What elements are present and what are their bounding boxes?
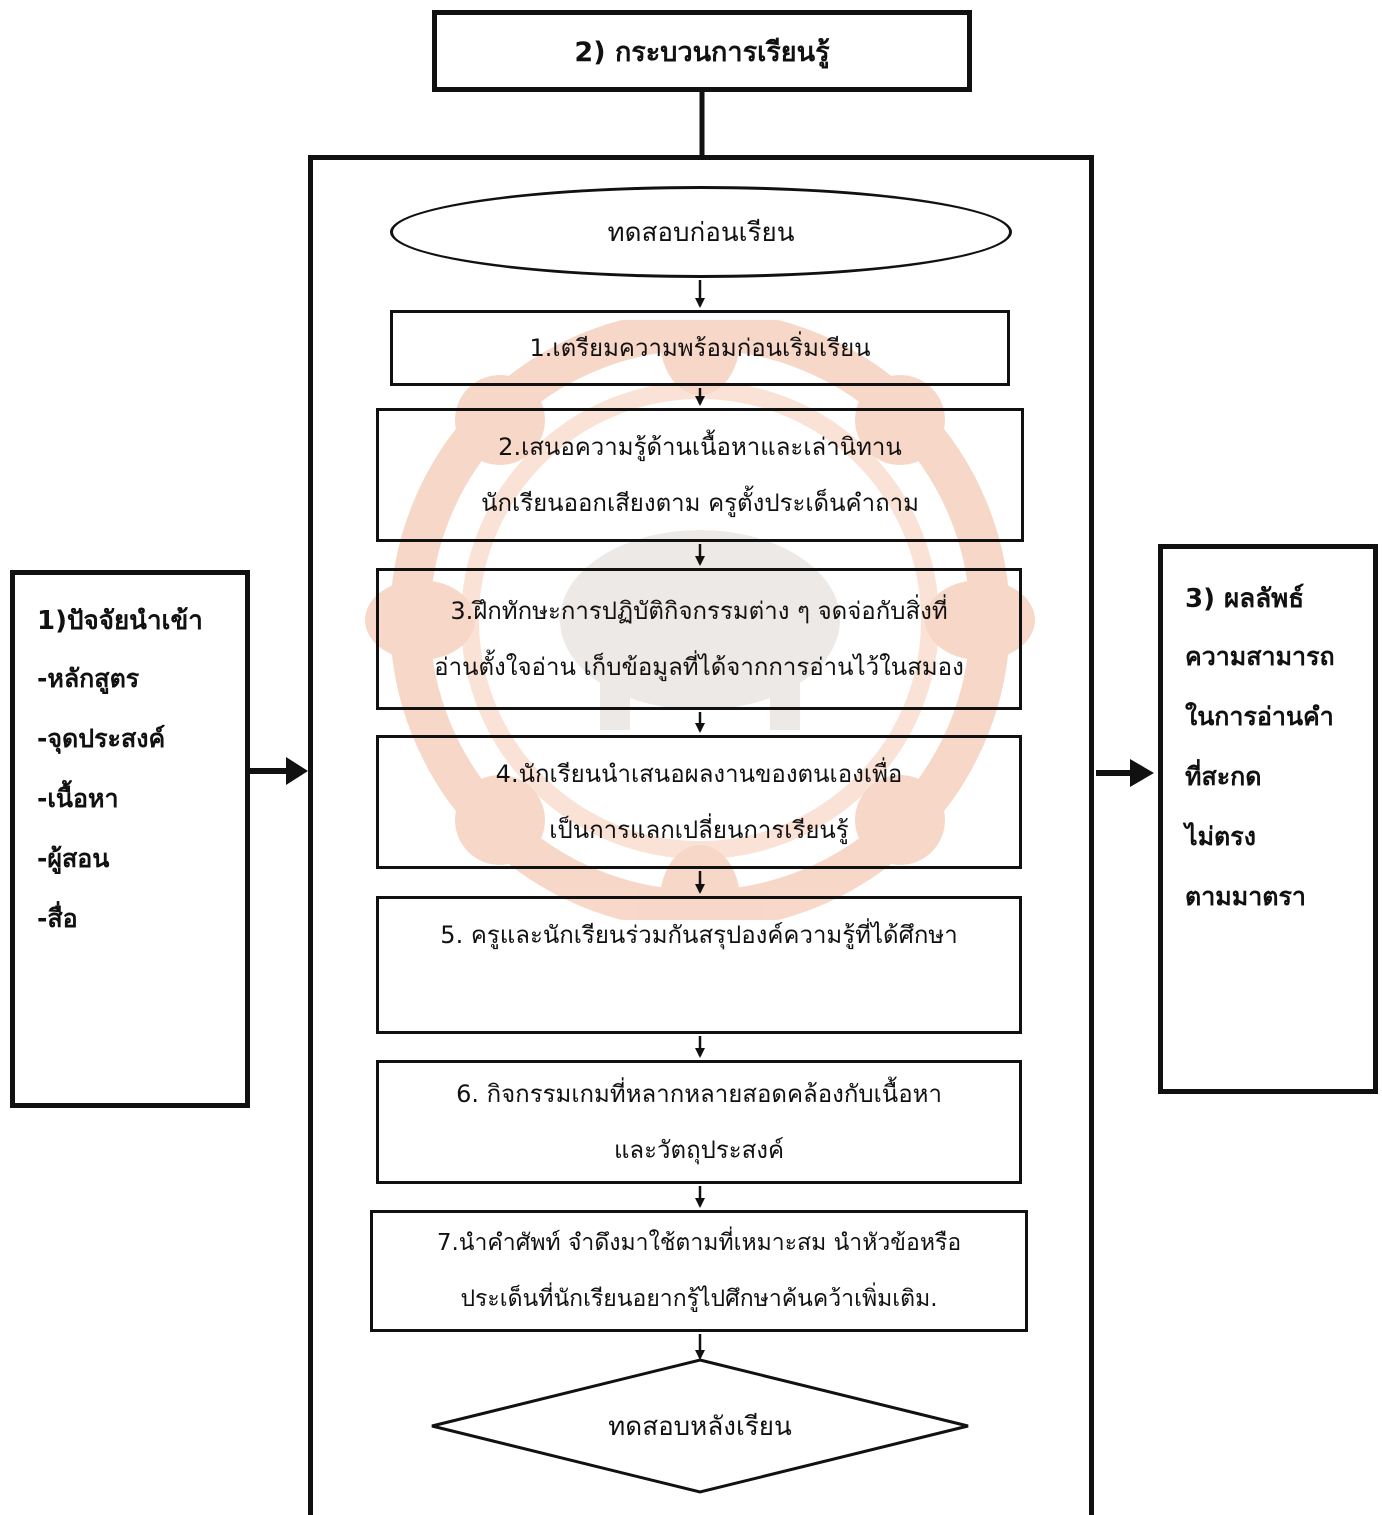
- input-item-2: -จุดประสงค์: [37, 724, 166, 753]
- step-1-box: 1.เตรียมความพร้อมก่อนเริ่มเรียน: [390, 310, 1010, 386]
- input-title: 1)ปัจจัยนำเข้า: [37, 606, 203, 636]
- step-4-box: 4.นักเรียนนำเสนอผลงานของตนเองเพื่อ เป็นก…: [376, 735, 1022, 869]
- step-7-line-1: 7.นำคำศัพท์ จำดึงมาใช้ตามที่เหมาะสม นำหั…: [436, 1230, 962, 1256]
- step-1-line-1: 1.เตรียมความพร้อมก่อนเริ่มเรียน: [529, 334, 871, 362]
- output-title: 3) ผลลัพธ์: [1185, 584, 1305, 614]
- output-box: 3) ผลลัพธ์ ความสามารถ ในการอ่านคำ ที่สะก…: [1158, 544, 1378, 1094]
- arrow-output-head: [1130, 759, 1154, 787]
- step-4-line-2: เป็นการแลกเปลี่ยนการเรียนรู้: [549, 816, 849, 844]
- step-6-line-1: 6. กิจกรรมเกมที่หลากหลายสอดคล้องกับเนื้อ…: [456, 1080, 942, 1108]
- step-4-line-1: 4.นักเรียนนำเสนอผลงานของตนเองเพื่อ: [495, 760, 903, 788]
- step-2-line-1: 2.เสนอความรู้ด้านเนื้อหาและเล่านิทาน: [498, 433, 902, 461]
- step-5-box: 5. ครูและนักเรียนร่วมกันสรุปองค์ความรู้ท…: [376, 896, 1022, 1034]
- pretest-label: ทดสอบก่อนเรียน: [607, 217, 795, 248]
- process-title-box: 2) กระบวนการเรียนรู้: [432, 10, 972, 92]
- step-6-box: 6. กิจกรรมเกมที่หลากหลายสอดคล้องกับเนื้อ…: [376, 1060, 1022, 1184]
- output-line-5: ตามมาตรา: [1185, 882, 1306, 911]
- pretest-ellipse: ทดสอบก่อนเรียน: [390, 186, 1012, 278]
- input-item-4: -ผู้สอน: [37, 844, 110, 873]
- arrow-input-head: [286, 757, 308, 785]
- step-7-box: 7.นำคำศัพท์ จำดึงมาใช้ตามที่เหมาะสม นำหั…: [370, 1210, 1028, 1332]
- input-item-3: -เนื้อหา: [37, 784, 119, 813]
- step-3-box: 3.ฝึกทักษะการปฏิบัติกิจกรรมต่าง ๆ จดจ่อก…: [376, 568, 1022, 710]
- input-box: 1)ปัจจัยนำเข้า -หลักสูตร -จุดประสงค์ -เน…: [10, 570, 250, 1108]
- posttest-label-wrap: ทดสอบหลังเรียน: [520, 1400, 880, 1452]
- posttest-diamond: [431, 1358, 969, 1494]
- watermark-seal: [365, 320, 1035, 920]
- posttest-label: ทดสอบหลังเรียน: [608, 1411, 792, 1442]
- step-3-line-1: 3.ฝึกทักษะการปฏิบัติกิจกรรมต่าง ๆ จดจ่อก…: [450, 597, 948, 625]
- output-line-3: ที่สะกด: [1185, 762, 1262, 791]
- input-item-1: -หลักสูตร: [37, 664, 140, 693]
- input-item-5: -สื่อ: [37, 904, 78, 933]
- process-title: 2) กระบวนการเรียนรู้: [574, 36, 830, 68]
- output-line-1: ความสามารถ: [1185, 642, 1335, 671]
- output-line-2: ในการอ่านคำ: [1185, 702, 1334, 731]
- step-7-line-2: ประเด็นที่นักเรียนอยากรู้ไปศึกษาค้นคว้าเ…: [460, 1286, 938, 1312]
- step-5-line-1: 5. ครูและนักเรียนร่วมกันสรุปองค์ความรู้ท…: [440, 921, 958, 949]
- step-6-line-2: และวัตถุประสงค์: [613, 1136, 785, 1164]
- output-line-4: ไม่ตรง: [1185, 822, 1256, 851]
- step-2-line-2: นักเรียนออกเสียงตาม ครูตั้งประเด็นคำถาม: [481, 489, 919, 517]
- step-2-box: 2.เสนอความรู้ด้านเนื้อหาและเล่านิทาน นัก…: [376, 408, 1024, 542]
- step-3-line-2: อ่านตั้งใจอ่าน เก็บข้อมูลที่ได้จากการอ่า…: [434, 653, 964, 681]
